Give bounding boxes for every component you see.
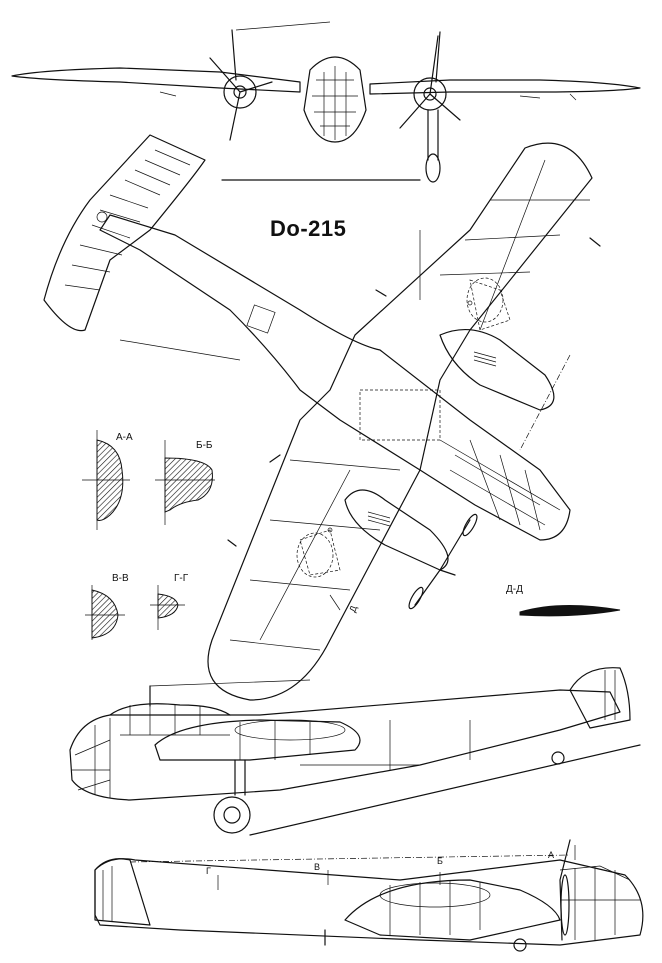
section-dd-airfoil bbox=[519, 604, 621, 617]
station-mark-g: Г bbox=[206, 866, 211, 876]
side-tail-fin-1 bbox=[569, 667, 631, 729]
side-nacelle-2 bbox=[344, 879, 561, 941]
section-label-bb: Б-Б bbox=[196, 440, 213, 451]
side-gear-2 bbox=[513, 938, 527, 952]
plan-wing bbox=[207, 142, 593, 701]
front-wing-left bbox=[11, 67, 301, 93]
section-label-gg: Г-Г bbox=[174, 573, 189, 584]
front-fuselage bbox=[303, 56, 367, 143]
plan-nacelle-right bbox=[439, 328, 555, 411]
section-gg-profile bbox=[157, 593, 179, 619]
side-view-top bbox=[69, 667, 641, 836]
plan-fuselage bbox=[99, 214, 571, 541]
side-fuselage-2 bbox=[94, 858, 644, 946]
station-mark-b: Б bbox=[437, 856, 443, 866]
drawing-title: Do-215 bbox=[270, 216, 347, 241]
section-bb-profile bbox=[164, 457, 213, 513]
side-main-wheel-1 bbox=[213, 796, 251, 834]
front-landing-gear bbox=[425, 153, 441, 183]
front-propeller-left bbox=[209, 57, 273, 141]
plan-horizontal-tail bbox=[43, 134, 206, 332]
station-mark-v: В bbox=[314, 862, 321, 872]
station-mark-a: А bbox=[548, 850, 555, 860]
side-tail-wheel-1 bbox=[551, 751, 565, 765]
front-wing-right bbox=[369, 79, 641, 95]
section-aa-profile bbox=[96, 439, 124, 521]
front-propeller-right bbox=[399, 35, 461, 129]
side-nacelle-1 bbox=[154, 719, 361, 761]
side-fuselage-1 bbox=[69, 689, 621, 801]
side-tail-fin-2 bbox=[94, 858, 151, 926]
section-label-aa: А-А bbox=[116, 432, 133, 443]
front-engine-right bbox=[413, 77, 447, 111]
section-vv-profile bbox=[91, 589, 119, 639]
plan-nacelle-left bbox=[344, 489, 449, 571]
sections bbox=[82, 430, 621, 640]
plan-propeller bbox=[414, 519, 471, 606]
section-label-dd: Д-Д bbox=[506, 584, 523, 595]
plan-view bbox=[43, 134, 601, 701]
side-ground-line-1 bbox=[249, 744, 641, 836]
front-engine-left bbox=[223, 75, 257, 109]
front-view bbox=[11, 21, 641, 183]
side-view-bottom bbox=[94, 839, 644, 952]
section-label-vv: В-В bbox=[112, 573, 129, 584]
